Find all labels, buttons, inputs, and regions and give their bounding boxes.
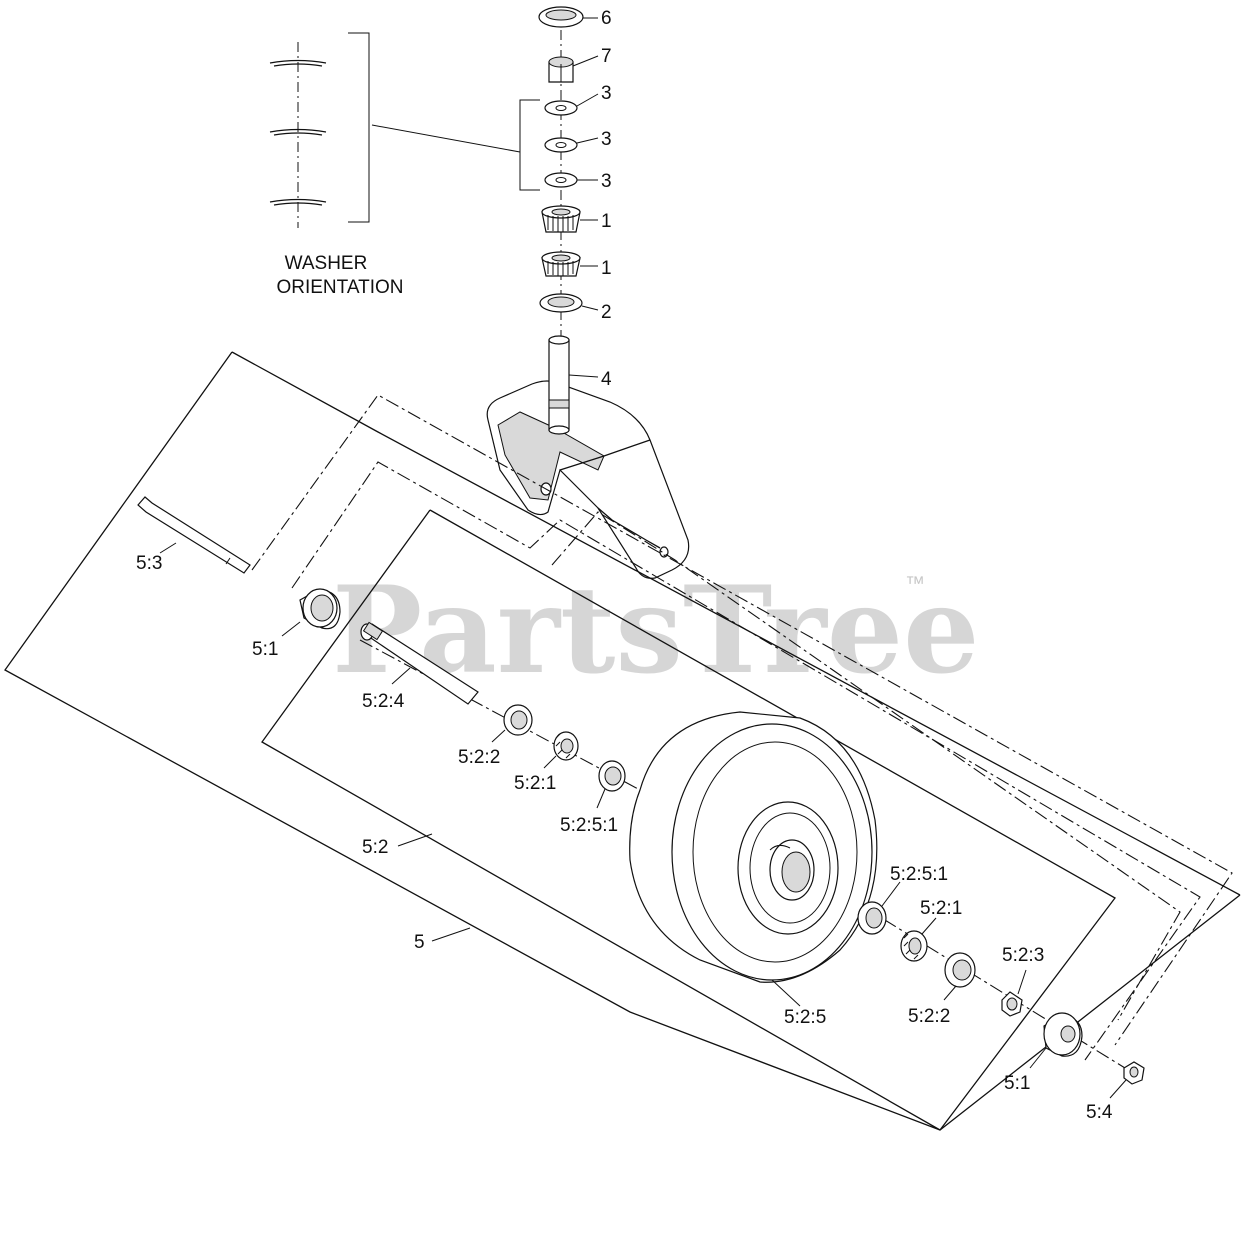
bearing-race-right (857, 881, 901, 935)
callout-5: 5 (414, 932, 425, 953)
washer-1 (544, 93, 599, 116)
washer-orientation-washer-3 (269, 198, 327, 206)
washer-caption-line1: WASHER (285, 253, 368, 274)
callout-5-2-1-right: 5:2:1 (920, 898, 962, 919)
spacer-right (1029, 1012, 1083, 1069)
wheel-tire (629, 711, 878, 1007)
spacer-left (281, 588, 341, 637)
callout-5-2-2-left: 5:2:2 (458, 747, 500, 768)
callout-5-4: 5:4 (1086, 1102, 1113, 1123)
group-box-5 (4, 351, 1241, 1131)
roller-bearing-left (543, 731, 579, 769)
callout-3-b: 3 (601, 129, 612, 150)
spindle (548, 335, 599, 435)
callout-1-b: 1 (601, 258, 612, 279)
assembly-line-middle (291, 461, 1201, 1061)
washer-orientation-washer-1 (269, 59, 327, 67)
callout-5-1-left: 5:1 (252, 639, 278, 660)
bearing-cup-left (491, 704, 533, 743)
callout-5-3: 5:3 (136, 553, 162, 574)
callout-5-2-5-1-right: 5:2:5:1 (890, 864, 948, 885)
callout-2: 2 (601, 302, 612, 323)
washer-caption-line2: ORIENTATION (276, 277, 403, 298)
axle-bolt (137, 496, 251, 574)
caster-fork (486, 380, 690, 579)
grease-fitting (1001, 969, 1027, 1017)
tapered-bearing-1 (541, 205, 598, 233)
axle-sleeve (360, 621, 479, 705)
callout-5-2: 5:2 (362, 837, 388, 858)
bearing-race-left (596, 760, 626, 809)
callout-5-2-5: 5:2:5 (784, 1007, 826, 1028)
roller-bearing-right (900, 917, 937, 962)
seal-cap (538, 6, 598, 28)
callout-5-2-1-left: 5:2:1 (514, 773, 556, 794)
washer-group-bracket (519, 99, 540, 191)
callout-1-a: 1 (601, 211, 612, 232)
callout-3-a: 3 (601, 83, 612, 104)
washer-orientation-inset: WASHER ORIENTATION (269, 32, 521, 298)
callout-5-2-2-right: 5:2:2 (908, 1006, 950, 1027)
callout-5-1-right: 5:1 (1004, 1073, 1030, 1094)
callout-3-c: 3 (601, 171, 612, 192)
callout-7: 7 (601, 46, 612, 67)
tapered-bearing-2 (541, 251, 598, 277)
bearing-cup-right (943, 952, 976, 1001)
callout-6: 6 (601, 8, 612, 29)
washer-2 (544, 137, 599, 153)
watermark-trademark: ™ (905, 573, 925, 595)
assembly-line-upper (251, 394, 1233, 1046)
washer-orientation-washer-2 (269, 128, 327, 136)
washer-3 (544, 172, 598, 188)
callout-4: 4 (601, 369, 612, 390)
assembly-line-lower (551, 511, 1181, 1021)
group-box-5-2 (261, 509, 941, 1131)
callout-5-2-5-1-left: 5:2:5:1 (560, 815, 618, 836)
hex-nut (548, 55, 599, 83)
lock-nut (1109, 1061, 1145, 1099)
bearing-cup (539, 293, 599, 313)
callout-5-2-3: 5:2:3 (1002, 945, 1044, 966)
callout-5-2-4: 5:2:4 (362, 691, 405, 712)
